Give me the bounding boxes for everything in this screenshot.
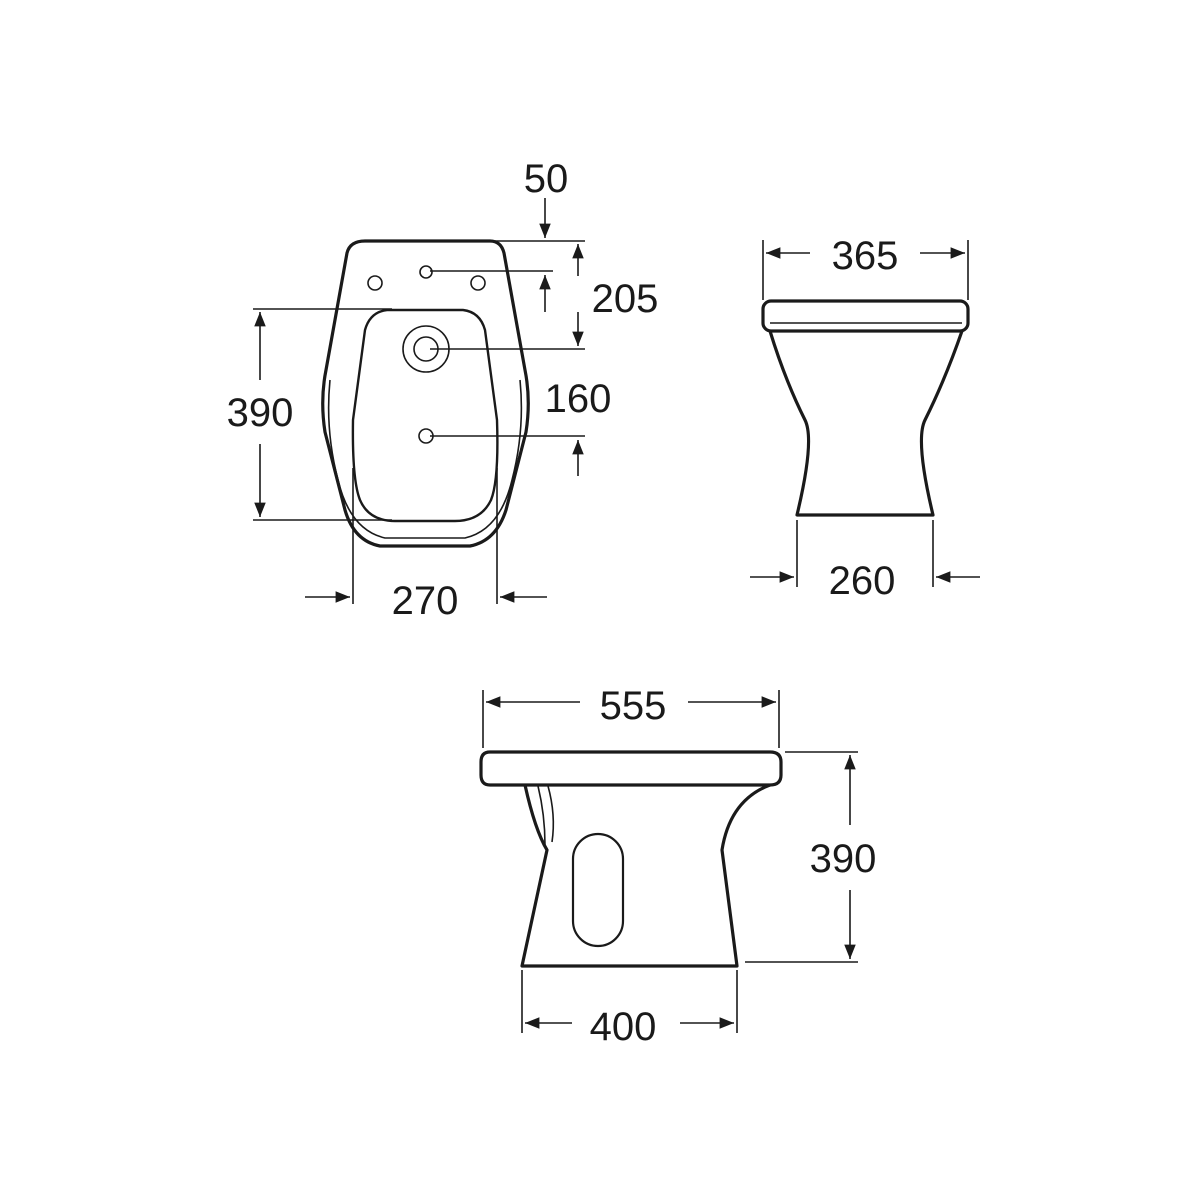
dim-label-205: 205 bbox=[592, 277, 659, 321]
tap-hole-left bbox=[367, 275, 383, 291]
dim-label-160: 160 bbox=[545, 377, 612, 421]
bidet-basin bbox=[351, 308, 499, 523]
side-opening bbox=[571, 832, 625, 948]
tap-hole-right bbox=[470, 275, 486, 291]
dim-label-260: 260 bbox=[829, 559, 896, 603]
dim-label-270: 270 bbox=[392, 579, 459, 623]
side-inner-detail bbox=[537, 785, 555, 846]
front-rim bbox=[761, 299, 970, 333]
dim-label-555: 555 bbox=[600, 684, 667, 728]
bidet-top-view: 50 205 160 390 270 bbox=[227, 157, 659, 623]
dim-label-400: 400 bbox=[590, 1005, 657, 1049]
dim-label-365: 365 bbox=[832, 234, 899, 278]
bidet-outline bbox=[321, 239, 530, 548]
bidet-rim-inner bbox=[327, 379, 523, 539]
bidet-side-view: 555 390 400 bbox=[479, 684, 877, 1049]
tap-hole-center bbox=[419, 265, 433, 279]
dim-label-390-top: 390 bbox=[227, 391, 294, 435]
side-rim bbox=[479, 750, 783, 787]
side-body bbox=[520, 783, 771, 968]
bidet-front-view: 365 260 bbox=[750, 234, 980, 603]
dim-label-390-side: 390 bbox=[810, 837, 877, 881]
dim-label-50: 50 bbox=[524, 157, 569, 201]
front-pedestal bbox=[768, 330, 964, 517]
